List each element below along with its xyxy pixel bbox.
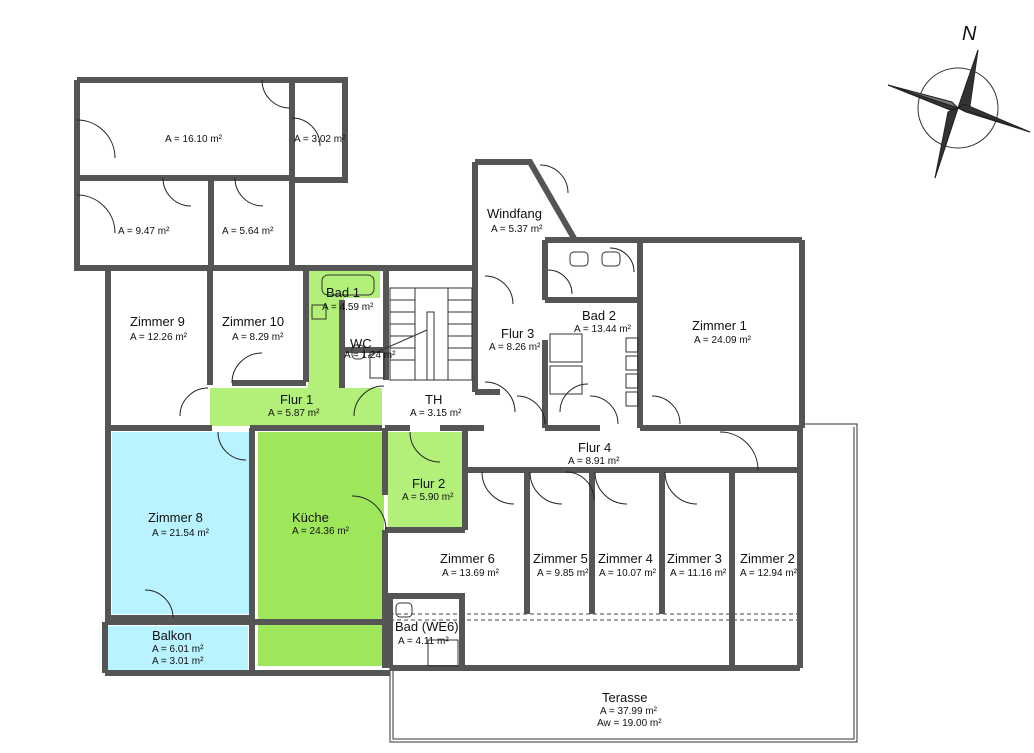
room-windfang-name: Windfang [487,206,542,221]
room-fills [108,268,462,671]
room-zimmer6-area: A = 13.69 m² [442,568,500,579]
room-zimmer3-name: Zimmer 3 [667,551,722,566]
room-top-large-area: A = 16.10 m² [165,134,223,145]
room-wc-name: WC [350,336,372,351]
room-terasse-area: A = 37.99 m² [600,706,658,717]
room-mid-right-area: A = 5.64 m² [222,226,274,237]
room-zimmer10-area: A = 8.29 m² [232,332,284,343]
basin-4-icon [625,391,639,407]
balkon-fill [108,626,248,671]
room-zimmer5-area: A = 9.85 m² [537,568,589,579]
basin-3-icon [625,373,639,389]
fixtures [311,251,639,667]
toilet-bad2-b-icon [601,251,621,267]
room-zimmer2-name: Zimmer 2 [740,551,795,566]
room-balkon-area2: A = 3.01 m² [152,656,204,667]
room-kueche-name: Küche [292,510,329,525]
room-bad2-name: Bad 2 [582,308,616,323]
room-zimmer4-name: Zimmer 4 [598,551,653,566]
room-zimmer6-name: Zimmer 6 [440,551,495,566]
room-zimmer1-name: Zimmer 1 [692,318,747,333]
room-zimmer4-area: A = 10.07 m² [599,568,657,579]
toilet-icon [351,344,365,360]
bad1-fill [308,268,380,298]
room-balkon-name: Balkon [152,628,192,643]
room-flur1-name: Flur 1 [280,392,313,407]
shower-a-icon [549,333,583,363]
room-bad-we6-area: A = 4.11 m² [398,636,449,647]
room-flur2-area: A = 5.90 m² [402,492,454,503]
room-zimmer1-area: A = 24.09 m² [694,335,752,346]
compass-rose-icon: N [887,23,1031,179]
room-zimmer8-name: Zimmer 8 [148,510,203,525]
room-balkon-area: A = 6.01 m² [152,644,204,655]
room-zimmer9-area: A = 12.26 m² [130,332,188,343]
bathtub-icon [321,274,375,296]
room-flur2-name: Flur 2 [412,476,445,491]
room-th-name: TH [425,392,442,407]
flur1-fill [210,388,382,426]
room-labels: A = 16.10 m² A = 3.02 m² A = 9.47 m² A =… [118,134,798,729]
walls [74,77,805,676]
room-top-small-area: A = 3.02 m² [294,134,346,145]
room-zimmer3-area: A = 11.16 m² [670,568,727,579]
room-zimmer5-name: Zimmer 5 [533,551,588,566]
room-windfang-area: A = 5.37 m² [491,224,543,235]
room-terasse-area2: Aw = 19.00 m² [597,718,662,729]
sink-wc-icon [369,351,385,379]
room-bad2-area: A = 13.44 m² [574,324,632,335]
doors [76,79,759,619]
washbasin-icon [311,304,327,320]
room-flur4-area: A = 8.91 m² [568,456,620,467]
zimmer8-fill [112,432,250,614]
room-wc-area: A = 1.24 m² [344,350,396,361]
flur2-fill [388,432,462,530]
room-bad1-name: Bad 1 [326,285,360,300]
toilet-bad2-a-icon [569,251,589,267]
basin-2-icon [625,355,639,371]
room-flur3-name: Flur 3 [501,326,534,341]
shower-b-icon [549,365,583,395]
room-flur4-name: Flur 4 [578,440,611,455]
kueche-fill [258,432,384,666]
room-th-area: A = 3.15 m² [410,408,462,419]
compass-label: N [962,23,977,45]
room-zimmer2-area: A = 12.94 m² [740,568,798,579]
room-flur3-area: A = 8.26 m² [489,342,541,353]
room-bad1-area: A = 4.59 m² [322,302,374,313]
staircase [367,287,473,381]
room-bad-we6-name: Bad (WE6) [395,619,459,634]
room-flur1-area: A = 5.87 m² [268,408,320,419]
room-zimmer9-name: Zimmer 9 [130,314,185,329]
room-kueche-area: A = 24.36 m² [292,526,350,537]
room-terasse-name: Terasse [602,690,648,705]
shower-we6-icon [427,639,459,667]
room-mid-left-area: A = 9.47 m² [118,226,170,237]
washbasin-we6-icon [395,602,413,618]
basin-1-icon [625,337,639,353]
room-zimmer8-area: A = 21.54 m² [152,528,210,539]
room-zimmer10-name: Zimmer 10 [222,314,284,329]
